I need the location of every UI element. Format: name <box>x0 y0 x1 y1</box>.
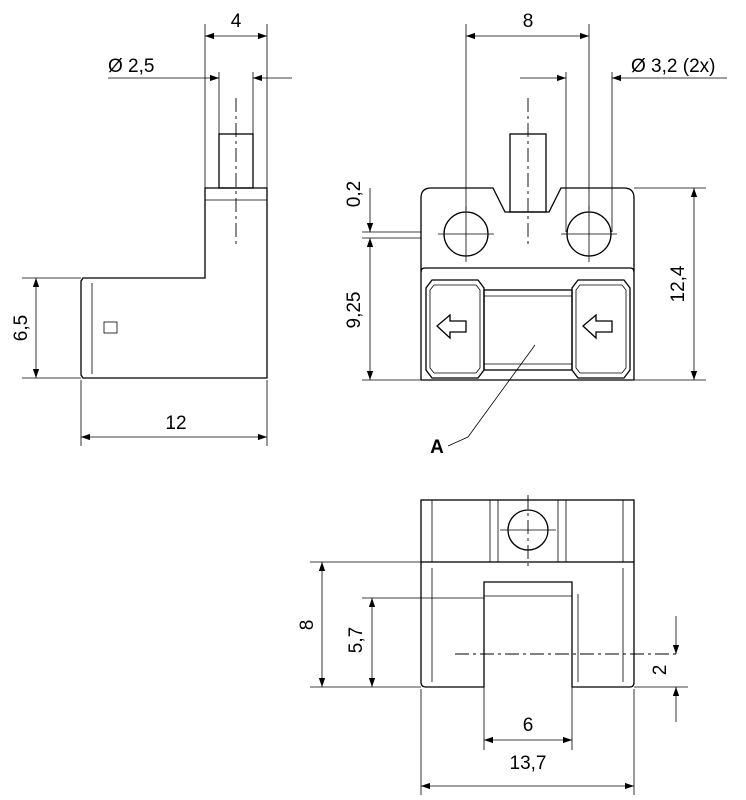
side-view: 4 Ø 2,5 6,5 12 <box>11 11 292 446</box>
side-pin-dia-dim: Ø 2,5 <box>108 56 154 77</box>
front-pitch-dim: 8 <box>523 11 534 32</box>
bottom-depth-dim: 8 <box>297 620 318 631</box>
front-total-height-dim: 12,4 <box>668 265 689 302</box>
callout-a-label: A <box>430 437 444 458</box>
side-height-dim: 6,5 <box>11 315 32 341</box>
front-hole-dia-dim: Ø 3,2 (2x) <box>631 56 715 77</box>
front-lower-dim: 9,25 <box>344 292 365 329</box>
bottom-slot-width-dim: 6 <box>523 715 534 736</box>
bottom-offset-dim: 2 <box>650 665 671 676</box>
bottom-total-width-dim: 13,7 <box>510 753 547 774</box>
bottom-view: 8 5,7 2 6 13,7 <box>297 495 688 795</box>
front-offset-dim: 0,2 <box>344 181 365 207</box>
bottom-slot-depth-dim: 5,7 <box>346 627 367 653</box>
side-width-dim: 4 <box>231 11 242 32</box>
front-view: 8 Ø 3,2 (2x) 0,2 9,25 12,4 A <box>344 11 727 458</box>
side-length-dim: 12 <box>165 413 186 434</box>
